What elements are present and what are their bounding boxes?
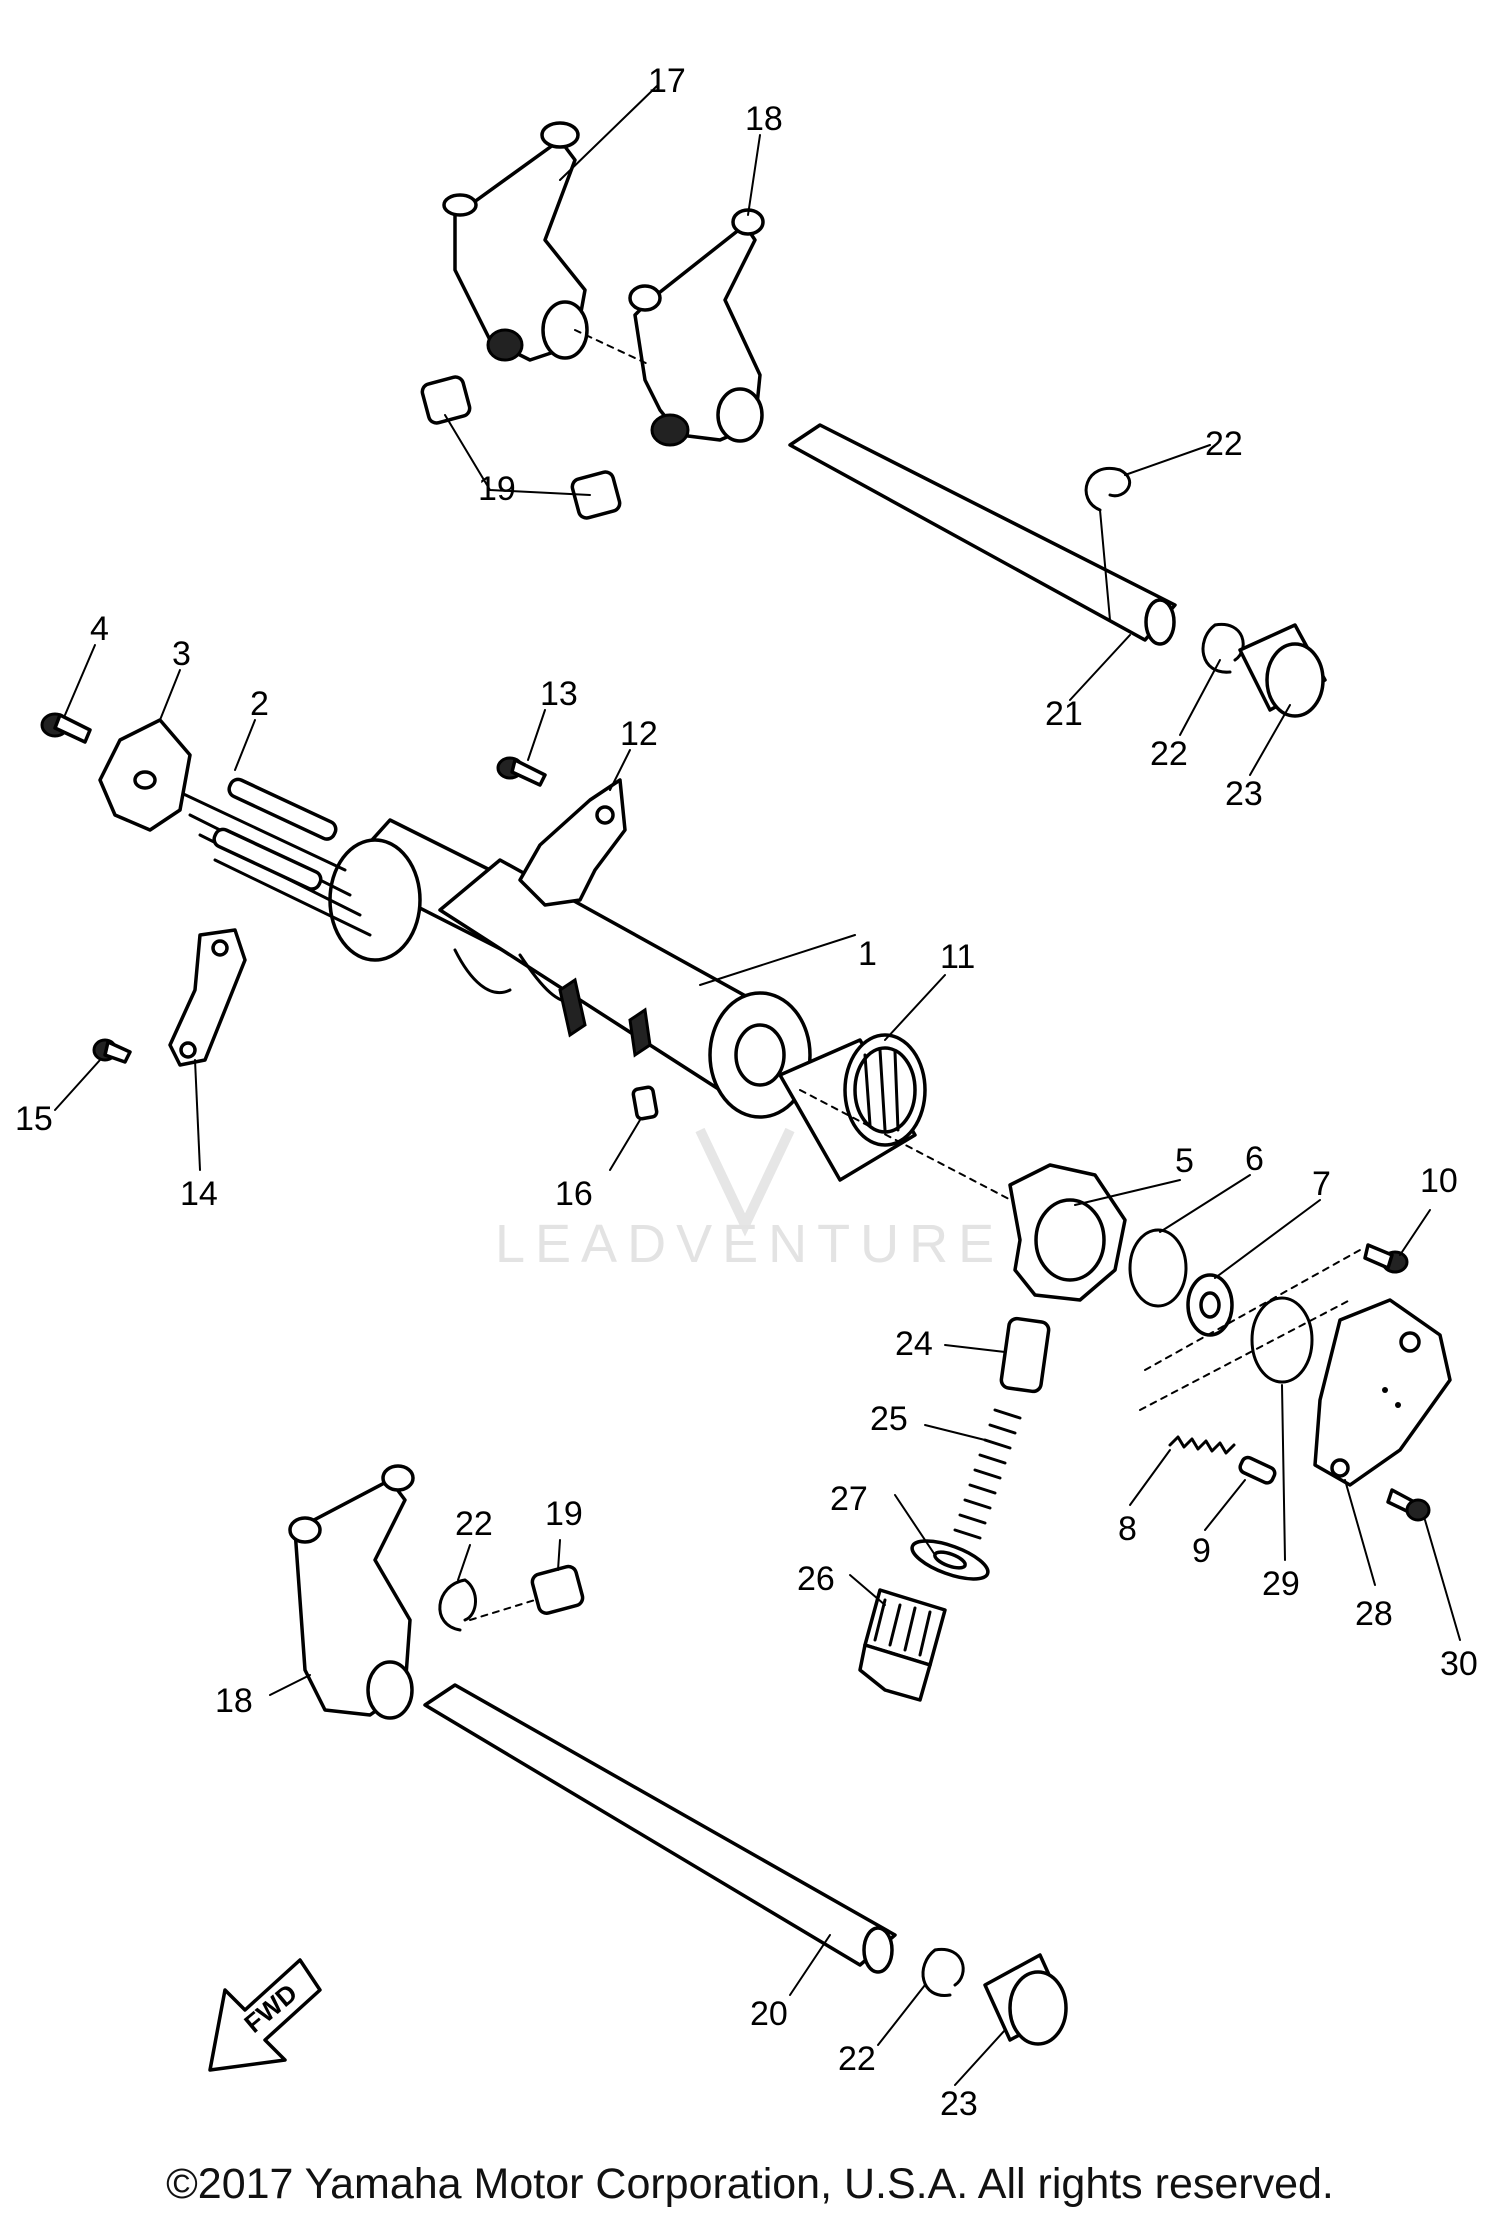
dowel-16 [631,1085,659,1121]
callout-7: 7 [1312,1165,1331,1203]
plate-14 [168,928,247,1067]
segment-5 [1008,1163,1127,1302]
washer-7 [1186,1273,1234,1337]
callout-1: 1 [858,935,877,973]
circlip-6 [1128,1228,1188,1308]
upper-circlips-22 [1084,466,1245,674]
callout-9: 9 [1192,1532,1211,1570]
callout-22-b: 22 [1150,735,1188,773]
callout-19-upper: 19 [478,470,516,508]
fwd-arrow-icon: FWD [208,1958,322,2072]
upper-shift-rod-21 [788,423,1177,646]
stopper-lever-12 [518,778,627,907]
lower-fork-18 [288,1464,415,1720]
copyright-notice: ©2017 Yamaha Motor Corporation, U.S.A. A… [166,2160,1334,2208]
pin-plate-3 [98,718,192,832]
callout-29: 29 [1262,1565,1300,1603]
callout-27: 27 [830,1480,868,1518]
callout-11: 11 [940,938,975,976]
callout-15: 15 [15,1100,53,1138]
callout-17: 17 [648,62,686,100]
callout-23-lower: 23 [940,2085,978,2123]
screw-13 [496,756,547,787]
callout-13: 13 [540,675,578,713]
callout-14: 14 [180,1175,218,1213]
lower-circlip-22b [921,1948,965,1997]
callout-labels: 1 2 3 4 5 6 7 8 9 10 11 12 13 14 15 16 1… [15,62,1478,2123]
callout-5: 5 [1175,1142,1194,1180]
upper-bearing-23 [1238,623,1327,718]
callout-22-d: 22 [838,2040,876,2078]
callout-18-lower: 18 [215,1682,253,1720]
callout-28: 28 [1355,1595,1393,1633]
spring-25 [953,1408,1022,1540]
bolt-26 [858,1588,947,1702]
callout-2: 2 [250,685,269,723]
lower-roller-19 [530,1564,585,1615]
upper-fork-17 [442,121,589,362]
callout-20: 20 [750,1995,788,2033]
callout-8: 8 [1118,1510,1137,1548]
screw-15 [92,1038,132,1064]
watermark: LEADVENTURE [495,1127,1004,1274]
screw-30 [1386,1488,1431,1522]
pin-9 [1238,1455,1277,1485]
callout-6: 6 [1245,1140,1264,1178]
lower-shift-rod-20 [423,1683,897,1974]
screw-10 [1363,1243,1409,1274]
callout-22-a: 22 [1205,425,1243,463]
spring-8-small [1168,1435,1236,1455]
callout-4: 4 [90,610,109,648]
lower-bearing-23 [983,1953,1068,2046]
callout-16: 16 [555,1175,593,1213]
o-ring-29 [1250,1296,1314,1384]
callout-24: 24 [895,1325,933,1363]
callout-26: 26 [797,1560,835,1598]
roller-pins-19 [420,375,622,520]
watermark-text: LEADVENTURE [495,1214,1004,1274]
pins-2 [173,777,372,937]
callout-21: 21 [1045,695,1083,733]
lower-circlip-22 [438,1578,477,1632]
callout-30: 30 [1440,1645,1478,1683]
screw-4 [40,712,92,744]
callout-3: 3 [172,635,191,673]
callout-23-upper: 23 [1225,775,1263,813]
upper-fork-18 [628,208,765,447]
cover-28 [1313,1298,1452,1487]
callout-22-c: 22 [455,1505,493,1543]
callout-10: 10 [1420,1162,1458,1200]
gasket-27 [910,1539,990,1581]
pin-24 [999,1316,1051,1394]
callout-18-upper: 18 [745,100,783,138]
bearing-11 [778,1033,927,1182]
callout-19-lower: 19 [545,1495,583,1533]
callout-12: 12 [620,715,658,753]
callout-25: 25 [870,1400,908,1438]
leader-lines [54,84,1461,2086]
